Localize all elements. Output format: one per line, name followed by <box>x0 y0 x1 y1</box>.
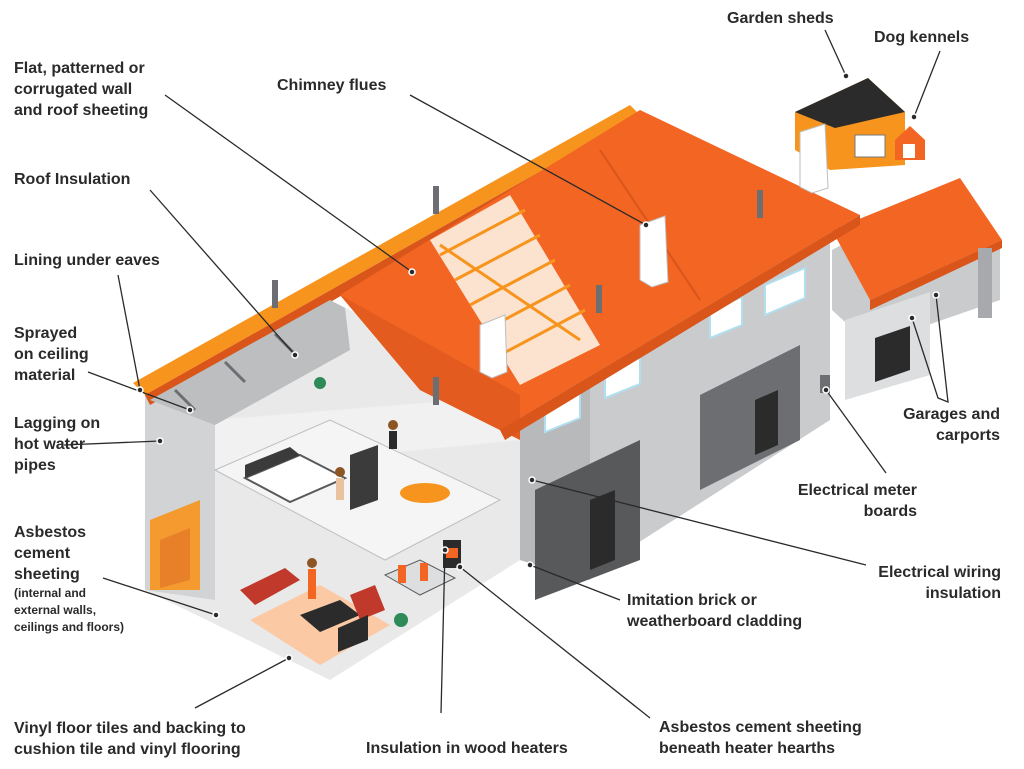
label-line: Sprayed <box>14 325 78 342</box>
carport <box>832 178 1002 400</box>
label-vinyl: Vinyl floor tiles and backing to cushion… <box>14 718 246 760</box>
label-asbestos-cement: Asbestos cement sheeting (internal and e… <box>14 522 124 636</box>
label-lining-eaves: Lining under eaves <box>14 252 160 269</box>
label-line: material <box>14 367 76 384</box>
label-line: corrugated wall <box>14 81 133 98</box>
label-line: Flat, patterned or <box>14 60 145 77</box>
label-brick: Imitation brick or weatherboard cladding <box>627 590 802 632</box>
leader-lines <box>63 29 949 719</box>
label-subline: (internal and <box>14 586 87 600</box>
label-wiring: Electrical wiring insulation <box>878 562 1001 604</box>
label-line: sheeting <box>14 566 80 583</box>
label-line: Lagging on <box>14 415 101 432</box>
label-line: cushion tile and vinyl flooring <box>14 741 241 758</box>
label-line: Asbestos <box>14 524 87 541</box>
label-line: beneath heater hearths <box>659 740 836 757</box>
label-line: boards <box>863 503 917 520</box>
label-line: Electrical meter <box>797 482 917 499</box>
label-dog-kennels: Dog kennels <box>874 29 970 46</box>
label-subline: ceilings and floors) <box>14 620 125 634</box>
label-subline: external walls, <box>14 603 97 617</box>
label-heater-hearths: Asbestos cement sheeting beneath heater … <box>659 717 862 759</box>
label-line: on ceiling <box>14 346 89 363</box>
label-line: weatherboard cladding <box>627 613 803 630</box>
label-meter: Electrical meter boards <box>798 480 917 522</box>
label-line: Imitation brick or <box>627 592 757 609</box>
label-lagging: Lagging on hot water pipes <box>14 413 100 476</box>
label-line: carports <box>935 427 1000 444</box>
roof <box>133 105 860 440</box>
interior-cutaway <box>145 300 520 680</box>
label-line: cement <box>14 545 71 562</box>
label-garden-sheds: Garden sheds <box>727 10 834 27</box>
label-flat-sheeting: Flat, patterned or corrugated wall and r… <box>14 58 148 121</box>
label-line: pipes <box>14 457 56 474</box>
leader-dots <box>136 72 940 662</box>
chimneys <box>272 123 829 405</box>
label-line: Vinyl floor tiles and backing to <box>14 720 246 737</box>
label-line: insulation <box>925 585 1001 602</box>
dog-kennel <box>895 126 925 160</box>
label-roof-insulation: Roof Insulation <box>14 171 131 188</box>
label-garages: Garages and carports <box>903 404 1000 446</box>
label-line: and roof sheeting <box>14 102 149 119</box>
label-line: Electrical wiring <box>878 564 1001 581</box>
label-wood-heaters: Insulation in wood heaters <box>366 740 568 757</box>
label-line: Asbestos cement sheeting <box>659 719 862 736</box>
label-line: hot water <box>14 436 86 453</box>
label-line: Garages and <box>903 406 1000 423</box>
label-sprayed-ceiling: Sprayed on ceiling material <box>14 323 89 386</box>
label-chimney: Chimney flues <box>277 77 387 94</box>
